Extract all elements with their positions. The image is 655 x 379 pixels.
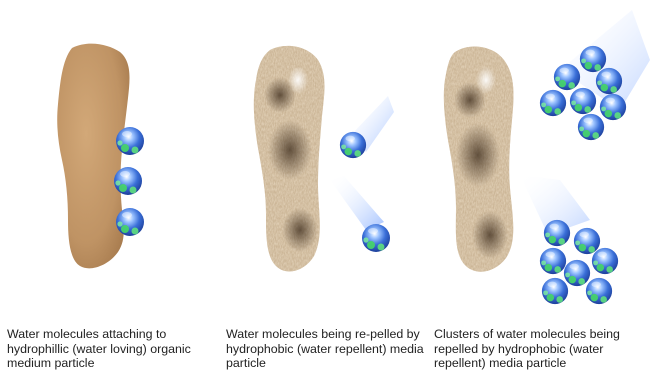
water-molecule-icon: [340, 132, 366, 158]
water-molecule-icon: [542, 278, 568, 304]
lower-water-cluster: [520, 175, 618, 304]
hydrophilic-particle: [57, 44, 129, 269]
water-molecule-icon: [116, 208, 144, 236]
water-molecule-icon: [574, 228, 600, 254]
water-molecule-icon: [592, 248, 618, 274]
water-molecule-icon: [544, 220, 570, 246]
water-molecule-icon: [362, 224, 390, 252]
water-molecule-icon: [540, 90, 566, 116]
water-molecule-icon: [570, 88, 596, 114]
water-molecule-icon: [578, 114, 604, 140]
upper-water-cluster: [540, 10, 650, 140]
water-molecule-icon: [116, 127, 144, 155]
hydrophobic-cluster-caption: Clusters of water molecules being repell…: [434, 327, 649, 371]
water-molecule-icon: [600, 94, 626, 120]
water-molecule-icon: [580, 46, 606, 72]
hydrophobic-cluster-panel: [430, 10, 650, 304]
water-molecule-icon: [114, 167, 142, 195]
water-molecule-icon: [540, 248, 566, 274]
hydrophilic-caption: Water molecules attaching to hydrophilli…: [7, 327, 207, 371]
water-molecule-icon: [596, 68, 622, 94]
water-molecule-icon: [564, 260, 590, 286]
water-molecule-icon: [554, 64, 580, 90]
water-molecule-icon: [586, 278, 612, 304]
hydrophilic-panel: [57, 44, 144, 269]
hydrophobic-caption: Water molecules being re-pelled by hydro…: [226, 327, 426, 371]
attached-water-molecules: [114, 127, 144, 236]
hydrophobic-panel: [240, 30, 394, 290]
repelled-water-molecules: [330, 96, 394, 252]
